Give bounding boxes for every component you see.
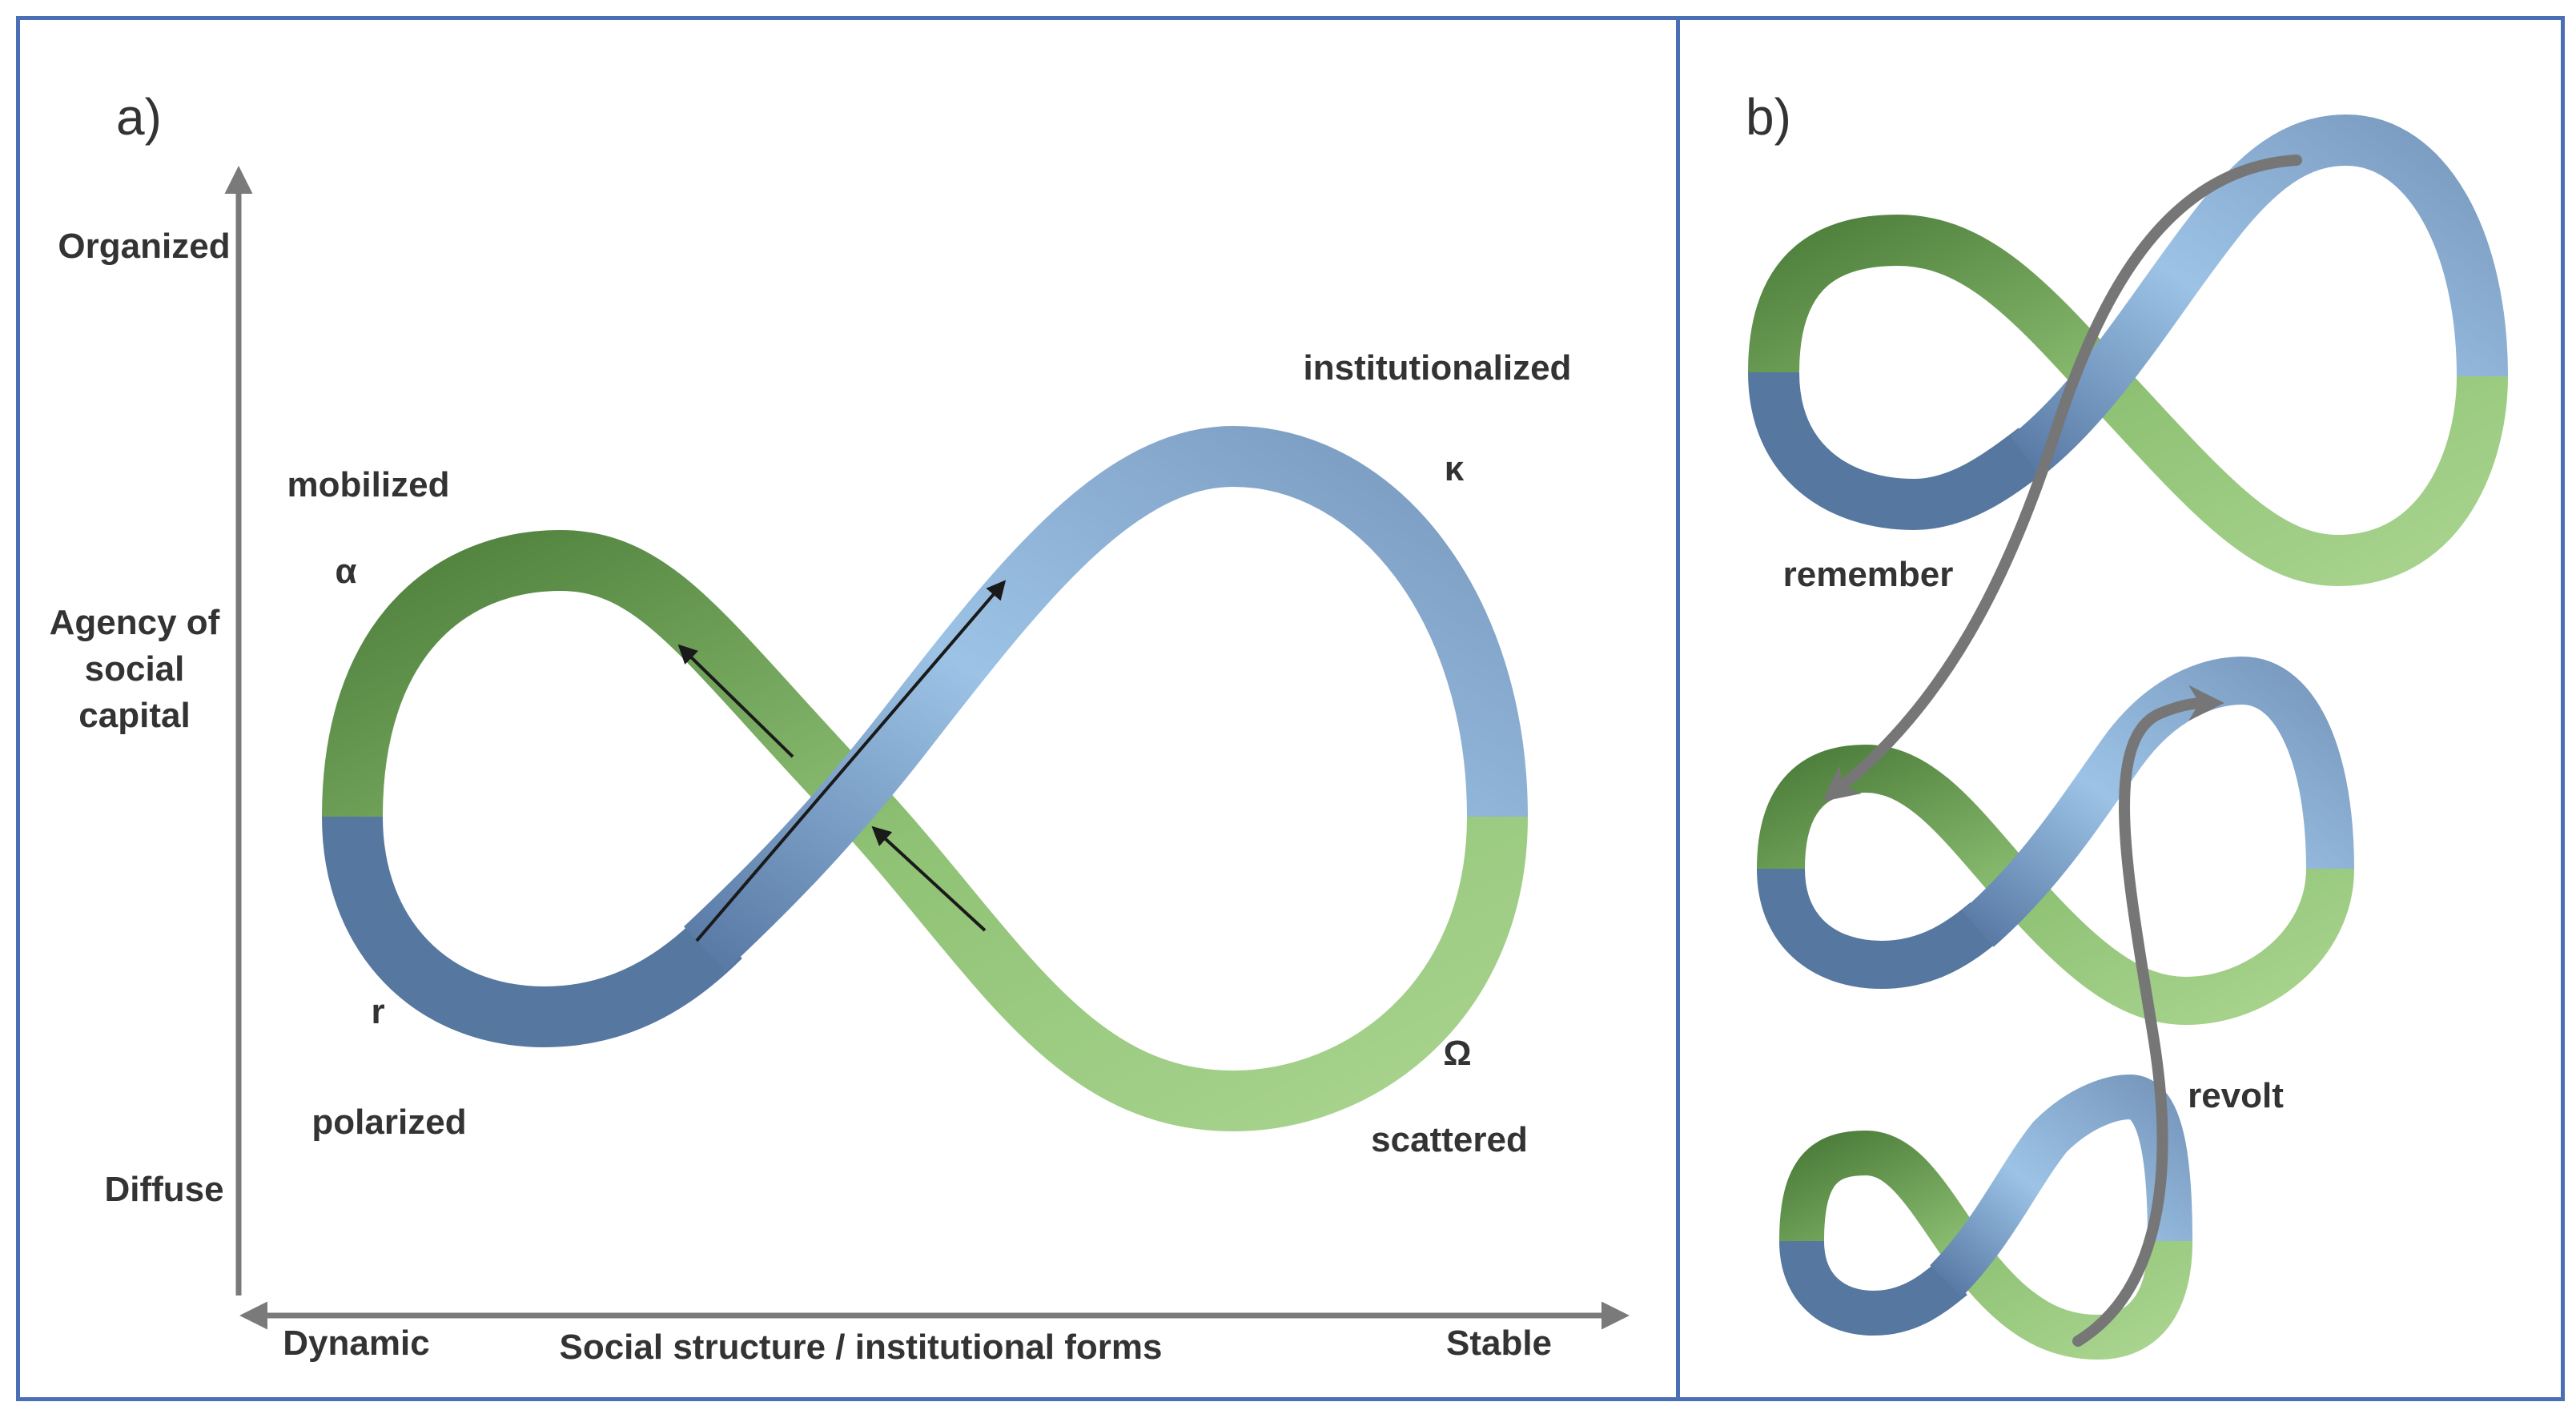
phase-polarized-label: polarized [311,1103,466,1142]
revolt-arrow [2072,685,2224,1347]
y-axis-top-label: Organized [58,227,230,266]
panel-a-tag: a) [116,88,162,146]
x-axis-right-label: Stable [1446,1324,1552,1363]
phase-scattered-label: scattered [1371,1120,1528,1159]
x-axis-middle-label: Social structure / institutional forms [559,1328,1162,1367]
phase-mobilized-label: mobilized [287,465,450,504]
y-axis-middle-line-1: Agency of [50,603,220,642]
panel-a [16,16,1682,1401]
panel-b-loop-medium [1757,656,2354,1026]
y-axis-middle-line-2: social [85,649,185,689]
y-axis-middle-line-3: capital [78,696,190,735]
revolt-label: revolt [2188,1076,2284,1115]
panel-b-loop-large [1748,114,2508,587]
remember-label: remember [1783,555,1954,594]
panel-b-tag: b) [1746,88,1791,146]
phase-kappa-label: κ [1445,449,1465,488]
loop-blue-band [684,425,1528,971]
y-axis-bottom-label: Diffuse [104,1170,223,1209]
phase-alpha-label: α [335,552,356,591]
phase-r-label: r [371,992,384,1031]
x-axis-left-label: Dynamic [283,1324,429,1363]
panel-a-diagram [224,166,1630,1330]
phase-omega-label: Ω [1443,1034,1471,1073]
loop-blue-left-band [322,816,742,1048]
flow-arrow-green-upper [677,644,794,758]
remember-arrow [1822,155,2302,802]
flow-arrow-up-blue [695,580,1007,942]
phase-institutionalized-label: institutionalized [1304,348,1572,388]
flow-arrow-green-lower [871,826,987,932]
